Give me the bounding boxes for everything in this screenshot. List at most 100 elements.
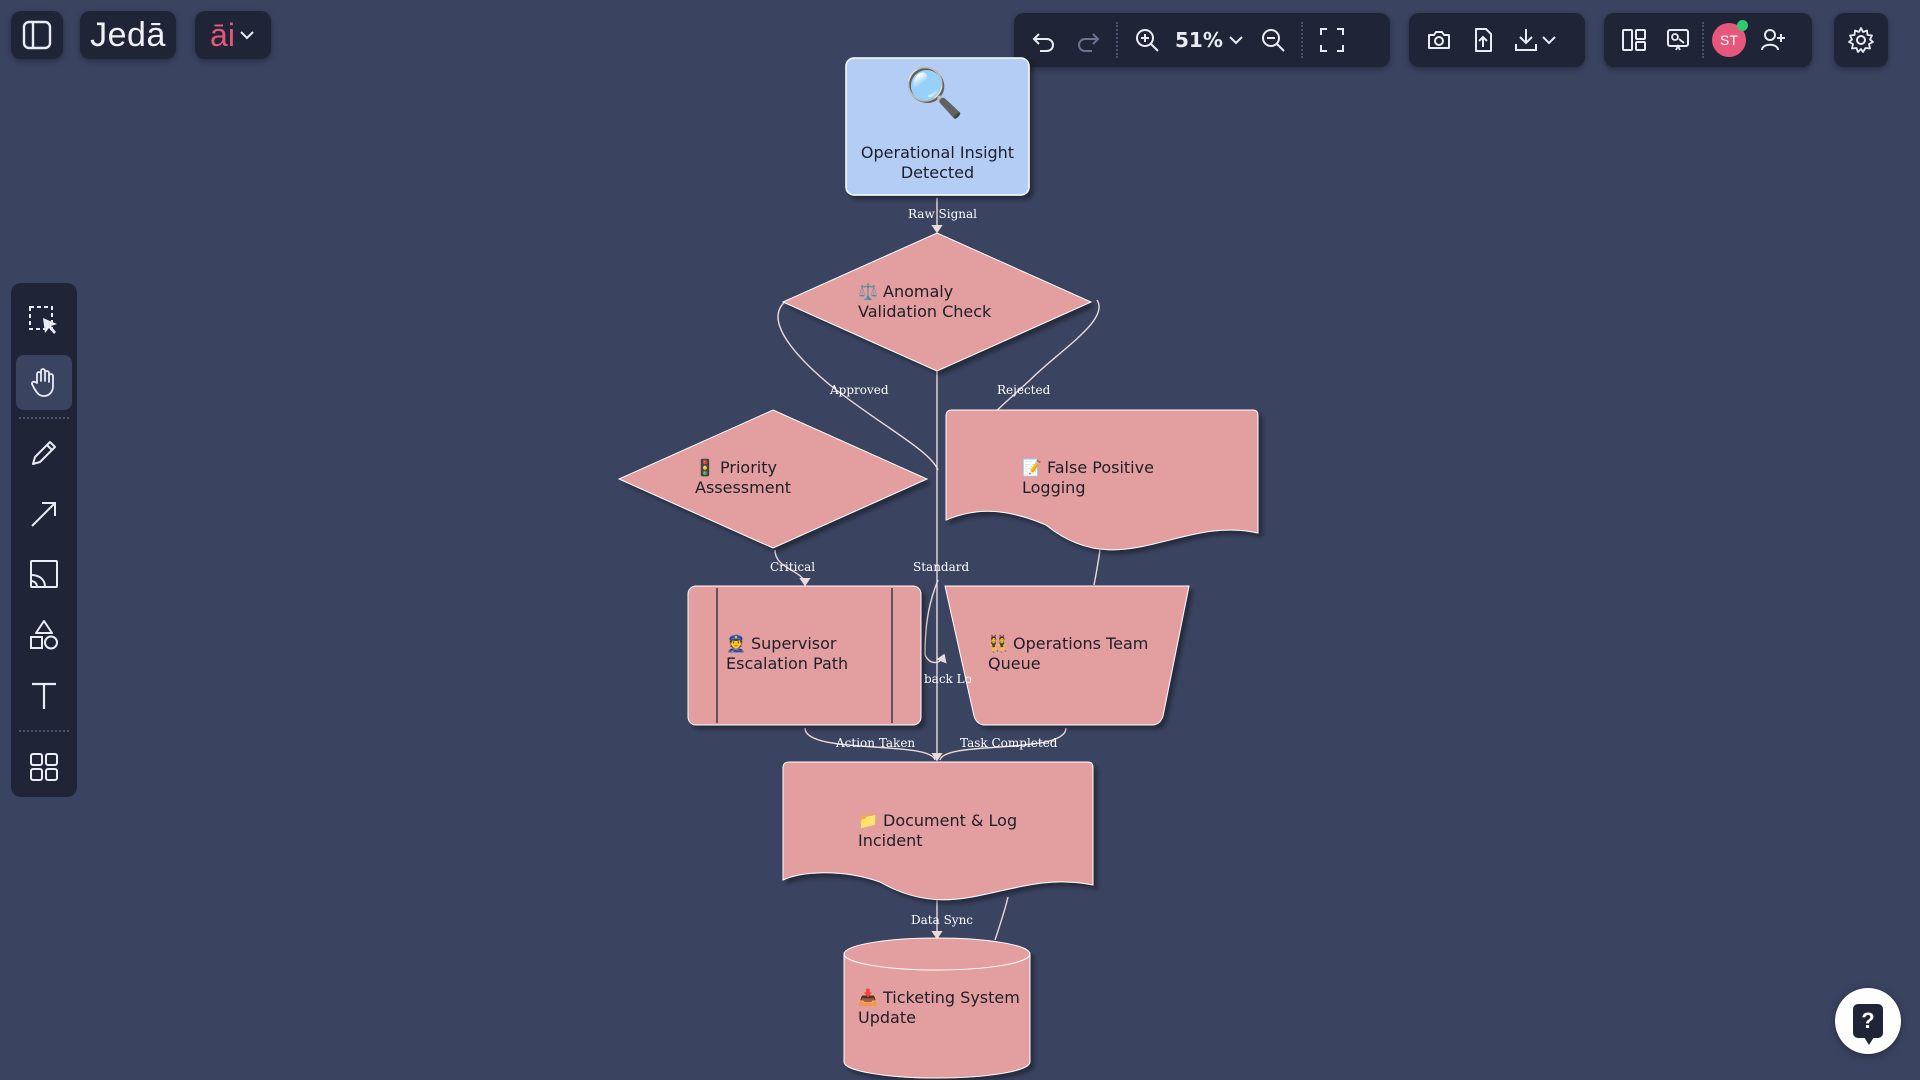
select-tool[interactable] [16,294,72,349]
sidebar-toggle-icon [22,20,52,50]
layout-panels-button[interactable] [1612,18,1656,62]
add-user-button[interactable] [1751,18,1795,62]
add-user-icon [1761,29,1785,51]
node-priority-label[interactable]: 🚦 Priority Assessment [695,458,791,497]
text-tool[interactable] [16,669,72,724]
edge-approved [777,299,939,471]
node-insight-icon: 🔍 [904,65,964,121]
zoom-in-button[interactable] [1125,18,1169,62]
help-button[interactable]: ? [1835,988,1901,1054]
edge-label-raw-signal: Raw Signal [908,207,978,221]
upload-button[interactable] [1461,18,1505,62]
edge-standard-branch [924,579,939,656]
node-supervisor-shape [687,585,922,726]
edge-action-taken [804,727,936,761]
node-ticketing-shape [843,937,1031,1079]
apps-tool[interactable] [16,739,72,794]
edge-label-action-taken: Action Taken [836,736,916,750]
help-icon-tail [1864,1037,1874,1045]
zoom-out-button[interactable] [1251,18,1295,62]
node-priority-shape [617,409,929,549]
edge-label-task-completed: Task Completed [960,736,1058,750]
undo-icon [1032,33,1054,52]
node-document-shape [782,761,1094,901]
select-area-icon [29,306,57,335]
edge-label-data-sync: Data Sync [911,913,974,927]
arrow-icon [31,501,56,527]
settings-button[interactable] [1834,13,1888,67]
layout-panels-icon [1622,29,1646,51]
node-document-label[interactable]: 📁 Document & Log Incident [858,811,1018,850]
edge-fp-down [1093,549,1101,586]
upload-file-icon [1475,28,1492,52]
export-toolbar [1409,13,1585,67]
presentation-button[interactable] [1656,18,1700,62]
edge-doc-side [994,896,1009,941]
image-frame-tool[interactable] [16,547,72,602]
node-false-positive-shape [945,409,1259,551]
node-false-positive-label[interactable]: 📝 False Positive Logging [1022,458,1154,497]
divider [19,730,69,733]
edge-task-completed [939,727,1067,761]
screenshot-button[interactable] [1417,18,1461,62]
download-icon [1515,29,1537,51]
divider [19,416,69,419]
chevron-down-icon [1542,36,1556,45]
camera-icon [1428,31,1450,49]
shapes-tool[interactable] [16,608,72,663]
divider [1116,22,1119,58]
zoom-out-icon [1261,29,1285,52]
chevron-down-icon [240,31,254,40]
left-toolbar [11,283,77,797]
node-supervisor-label[interactable]: 👮 Supervisor Escalation Path [726,634,849,673]
chevron-down-icon [1229,36,1243,45]
node-insight-shape [845,57,1030,196]
edge-label-standard: Standard [913,560,970,574]
download-button[interactable] [1505,18,1565,62]
hand-tool[interactable] [16,354,72,410]
ai-menu-button[interactable]: āi [195,11,271,59]
node-ops-queue-shape [944,585,1190,726]
node-ops-queue-label[interactable]: 👯 Operations Team Queue [988,634,1149,673]
sidebar-toggle-button[interactable] [11,11,63,59]
help-label: ? [1861,1008,1875,1033]
edge-label-critical: Critical [770,560,816,574]
edge-feedback [924,653,947,664]
divider [1300,22,1304,58]
image-frame-icon [30,560,58,589]
gear-icon [1848,27,1874,53]
help-icon: ? [1853,1004,1883,1045]
node-ticketing-label[interactable]: 📥 Ticketing System Update [858,988,1020,1027]
fit-screen-button[interactable] [1310,18,1354,62]
arrow-tool[interactable] [16,486,72,541]
edge-critical [774,549,811,587]
pencil-icon [32,440,56,465]
node-anomaly-shape [781,232,1093,372]
presentation-icon [1667,29,1689,51]
pencil-tool[interactable] [16,426,72,481]
redo-button[interactable] [1066,18,1110,62]
avatar-initials: ST [1720,32,1738,48]
online-status-dot [1737,20,1748,31]
edge-label-rejected: Rejected [997,383,1051,397]
node-insight-label[interactable]: Operational Insight Detected [860,143,1015,182]
text-icon [32,682,56,709]
redo-icon [1078,33,1100,52]
node-anomaly-label[interactable]: ⚖️ Anomaly Validation Check [858,282,992,321]
logo[interactable]: Jedā [80,11,176,59]
zoom-in-icon [1136,29,1159,52]
avatar[interactable]: ST [1712,20,1748,57]
hand-icon [31,368,54,398]
divider [1702,22,1705,58]
shapes-icon [30,620,58,650]
fit-screen-icon [1319,28,1344,52]
history-zoom-toolbar: 51% [1014,13,1390,67]
edge-label-approved: Approved [830,383,889,397]
zoom-level-dropdown[interactable]: 51% [1169,28,1245,52]
zoom-level: 51% [1175,28,1223,52]
grid-apps-icon [30,752,58,781]
undo-button[interactable] [1022,18,1066,62]
logo-text: Jedā [90,15,166,54]
